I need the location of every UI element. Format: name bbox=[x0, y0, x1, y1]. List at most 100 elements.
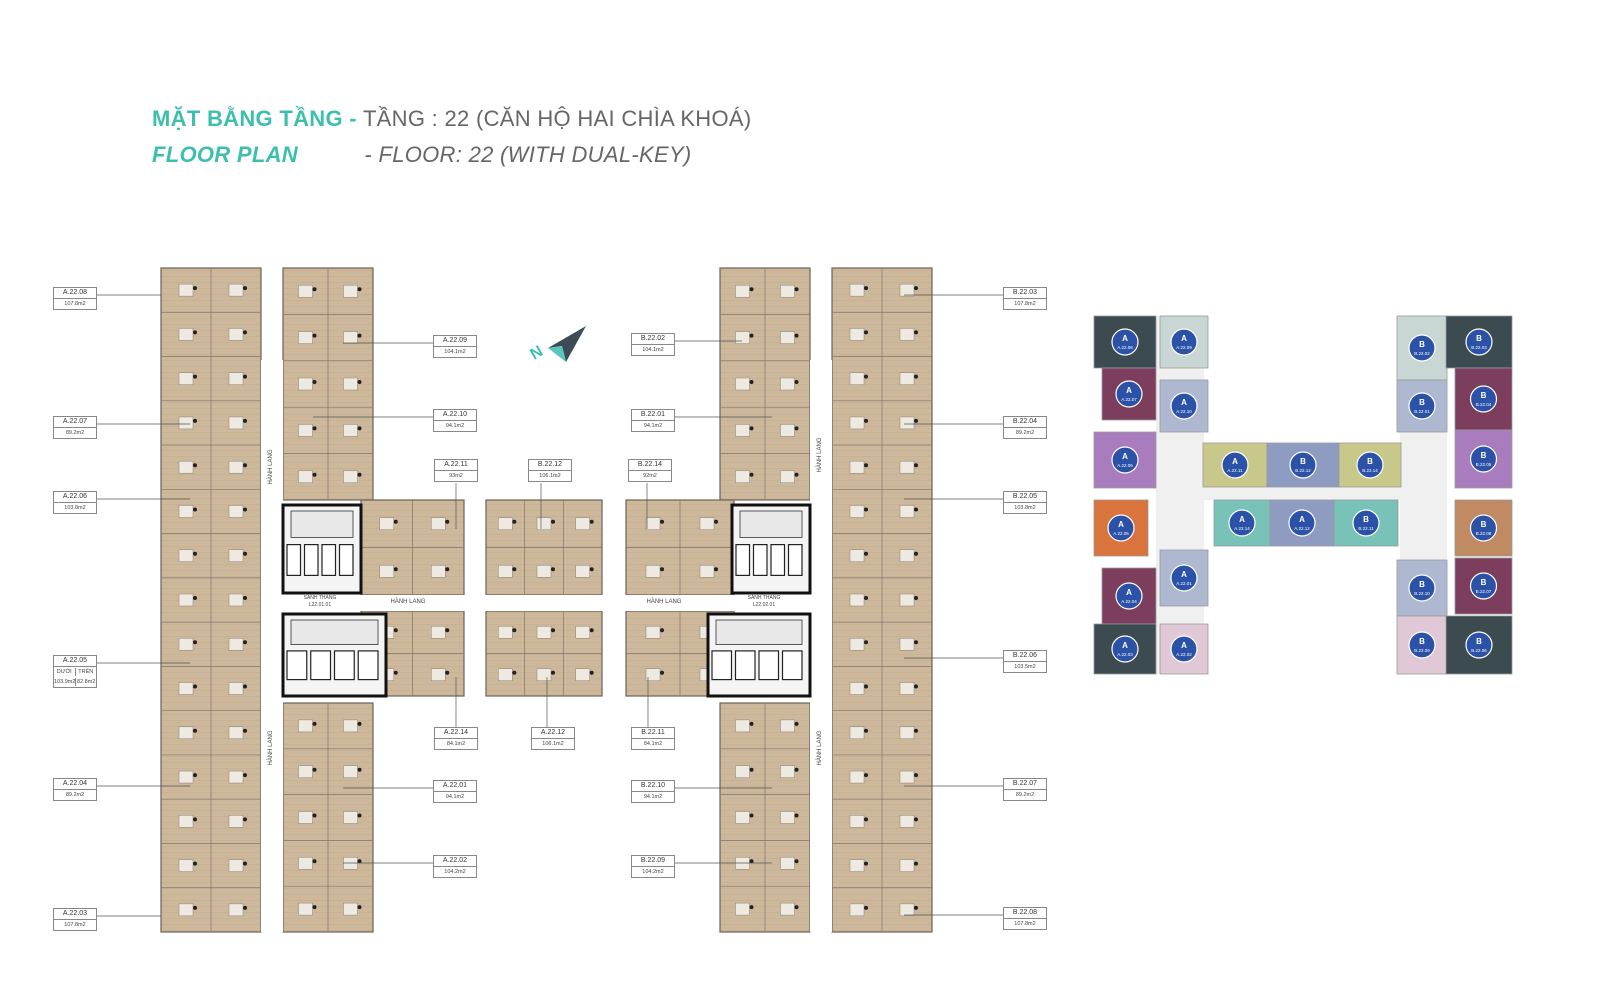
unit-marker bbox=[864, 861, 868, 866]
furniture bbox=[849, 593, 865, 607]
unit-area: 94.1m2 bbox=[643, 794, 663, 800]
elevator-shaft bbox=[310, 650, 332, 681]
elevator-cores bbox=[281, 503, 812, 698]
furniture bbox=[343, 284, 358, 298]
furniture bbox=[228, 328, 244, 341]
furniture bbox=[178, 682, 194, 695]
unit-marker bbox=[864, 596, 868, 600]
furniture bbox=[298, 377, 313, 391]
furniture bbox=[849, 638, 865, 651]
unit-marker bbox=[243, 905, 247, 910]
unit-marker bbox=[589, 628, 594, 633]
unit-marker bbox=[193, 374, 197, 379]
key-unit-letter: B bbox=[1419, 340, 1425, 349]
unit-badge-icon bbox=[1465, 631, 1493, 659]
key-plan-unit: AA.22.05 bbox=[1093, 499, 1149, 557]
unit-marker bbox=[193, 330, 197, 335]
unit-area: 89.2m2 bbox=[1015, 430, 1035, 436]
unit-badge-icon bbox=[1111, 328, 1139, 356]
corridor bbox=[283, 595, 832, 611]
unit-code: B.22.05 bbox=[1004, 492, 1046, 503]
unit-marker bbox=[193, 463, 197, 468]
unit-marker bbox=[749, 333, 754, 338]
unit-marker bbox=[864, 330, 868, 335]
elevator-shaft bbox=[781, 650, 803, 681]
furniture bbox=[899, 815, 915, 828]
unit-marker bbox=[243, 463, 247, 468]
unit-badge-icon bbox=[1288, 509, 1316, 537]
unit-badge-icon bbox=[1115, 582, 1143, 610]
furniture bbox=[735, 902, 750, 916]
unit-marker bbox=[512, 519, 517, 524]
furniture bbox=[780, 857, 795, 870]
unit-marker bbox=[243, 861, 247, 866]
unit-marker bbox=[243, 286, 247, 291]
furniture bbox=[849, 416, 865, 430]
furniture bbox=[899, 505, 915, 518]
unit-marker bbox=[193, 861, 197, 866]
unit-area: 84.1m2 bbox=[643, 741, 663, 747]
unit-marker bbox=[193, 551, 197, 556]
key-unit-letter: A bbox=[1118, 520, 1124, 529]
unit-badge-icon bbox=[1469, 445, 1498, 473]
furniture bbox=[899, 593, 915, 607]
unit-code: B.22.03 bbox=[1004, 288, 1046, 299]
furniture bbox=[228, 726, 244, 740]
unit-marker bbox=[445, 567, 450, 572]
furniture bbox=[498, 668, 513, 681]
furniture bbox=[178, 770, 194, 784]
furniture bbox=[645, 668, 661, 681]
furniture bbox=[178, 328, 194, 341]
furniture bbox=[780, 284, 795, 298]
unit-badge-icon bbox=[1408, 631, 1436, 659]
unit-marker bbox=[864, 507, 868, 512]
furniture bbox=[343, 470, 358, 484]
unit-marker bbox=[749, 287, 754, 292]
unit-marker bbox=[357, 426, 362, 431]
stairwell bbox=[739, 510, 803, 538]
furniture bbox=[298, 470, 313, 484]
elevator-shaft bbox=[321, 543, 337, 576]
unit-code: B.22.12 bbox=[529, 460, 571, 471]
unit-marker bbox=[193, 507, 197, 512]
furniture bbox=[343, 424, 358, 437]
unit-marker bbox=[914, 418, 918, 423]
furniture bbox=[379, 517, 394, 530]
furniture bbox=[228, 638, 244, 651]
unit-marker bbox=[749, 859, 754, 864]
stairwell bbox=[290, 619, 379, 646]
unit-marker bbox=[312, 767, 317, 772]
unit-code: A.22.06 bbox=[54, 492, 96, 503]
unit-area: 89.2m2 bbox=[65, 792, 85, 798]
unit-marker bbox=[864, 418, 868, 423]
unit-marker bbox=[357, 813, 362, 818]
furniture bbox=[343, 765, 358, 778]
unit-code: B.22.07 bbox=[1004, 779, 1046, 790]
unit-area: 106.1m2 bbox=[539, 473, 561, 479]
unit-badge-icon bbox=[1469, 572, 1498, 600]
furniture bbox=[228, 770, 244, 784]
key-plan-unit: BB.22.07 bbox=[1454, 557, 1513, 615]
unit-marker bbox=[914, 463, 918, 468]
key-unit-letter: B bbox=[1481, 520, 1487, 529]
unit-marker bbox=[914, 773, 918, 778]
unit-area: 93m2 bbox=[449, 473, 463, 479]
key-unit-code: A.22.02 bbox=[1176, 652, 1192, 657]
key-unit-code: A.22.03 bbox=[1117, 652, 1133, 657]
unit-marker bbox=[357, 333, 362, 338]
key-unit-letter: B bbox=[1419, 580, 1425, 589]
unit-area: 107.8m2 bbox=[64, 301, 86, 307]
furniture bbox=[899, 638, 915, 651]
unit-marker bbox=[794, 472, 799, 477]
key-unit-letter: B bbox=[1481, 451, 1487, 460]
furniture bbox=[899, 726, 915, 740]
unit-marker bbox=[864, 817, 868, 822]
unit-area: 94.1m2 bbox=[445, 423, 465, 429]
unit-badge-icon bbox=[1170, 564, 1198, 592]
furniture bbox=[849, 815, 865, 828]
unit-area: 107.8m2 bbox=[64, 922, 86, 928]
unit-marker bbox=[193, 773, 197, 778]
